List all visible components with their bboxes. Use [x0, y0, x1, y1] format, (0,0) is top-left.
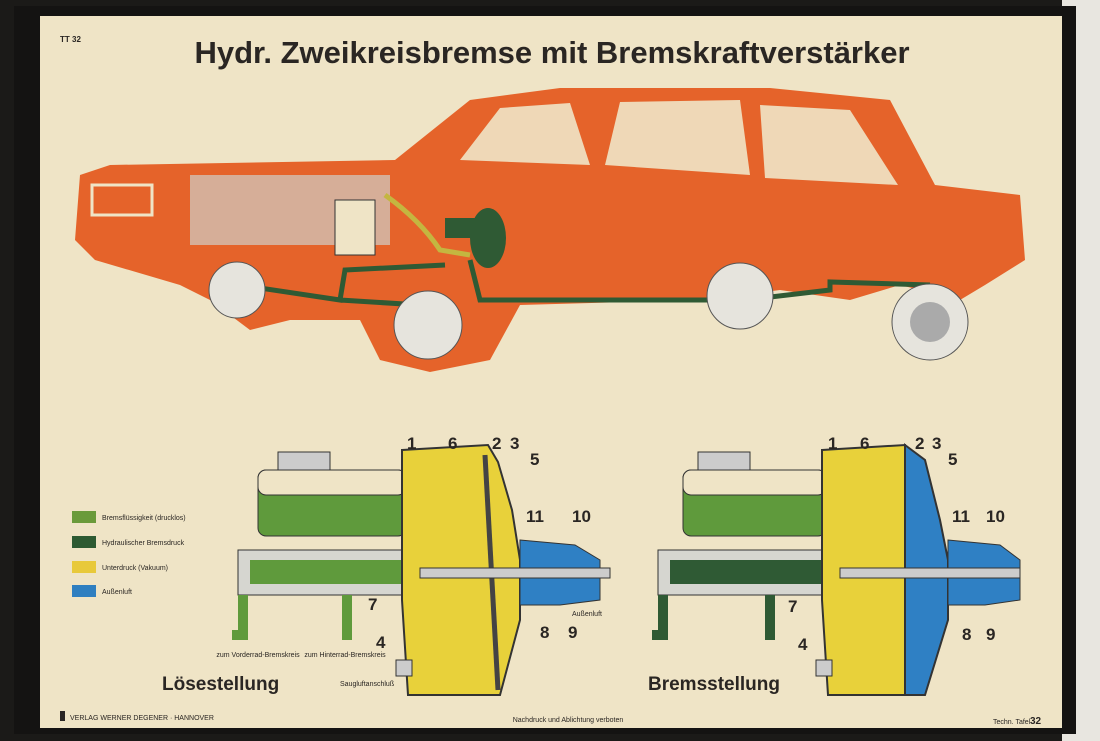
part-number: 11: [952, 507, 970, 526]
part-number: 6: [860, 434, 869, 453]
car-illustration: [75, 88, 1025, 372]
suction-port-label: Saugluftanschluß: [340, 681, 394, 688]
legend-label: Bremsflüssigkeit (drucklos): [102, 515, 186, 522]
part-number: 10: [986, 507, 1005, 526]
legend-swatch: [72, 511, 96, 523]
part-number: 5: [530, 450, 539, 469]
part-number: 9: [986, 625, 995, 644]
part-number: 1: [828, 434, 837, 453]
legend-swatch: [72, 585, 96, 597]
publisher-logo: [60, 711, 65, 721]
part-number: 1: [407, 434, 416, 453]
part-number: 2: [915, 434, 924, 453]
part-number: 11: [526, 507, 544, 526]
braking-position-diagram: [652, 443, 1021, 696]
part-number: 8: [540, 623, 549, 642]
plate-number: 32: [1030, 716, 1042, 727]
part-number: 2: [492, 434, 501, 453]
part-number: 3: [510, 434, 519, 453]
rear-circuit-label: zum Hinterrad-Bremskreis: [304, 652, 386, 659]
release-labels: 1 6 2 3 5 11 10 7 8 9 4 zum Vorderrad-Br…: [162, 434, 602, 695]
publisher: VERLAG WERNER DEGENER · HANNOVER: [70, 715, 214, 722]
part-number: 4: [798, 635, 808, 654]
part-number: 10: [572, 507, 591, 526]
release-position-diagram: [232, 443, 611, 696]
release-caption: Lösestellung: [162, 674, 279, 695]
part-number: 7: [788, 597, 797, 616]
legend-label: Unterdruck (Vakuum): [102, 565, 168, 572]
part-number: 6: [448, 434, 457, 453]
legend: Bremsflüssigkeit (drucklos) Hydraulische…: [72, 511, 186, 597]
plate-label: Techn. Tafel: [993, 719, 1031, 726]
poster-title: Hydr. Zweikreisbremse mit Bremskraftvers…: [194, 35, 909, 70]
legend-swatch: [72, 561, 96, 573]
braking-caption: Bremsstellung: [648, 674, 780, 695]
poster-code: TT 32: [60, 35, 81, 44]
part-number: 7: [368, 595, 377, 614]
part-number: 9: [568, 623, 577, 642]
outside-air-label: Außenluft: [572, 611, 602, 618]
front-circuit-label: zum Vorderrad-Bremskreis: [216, 652, 300, 659]
legend-label: Außenluft: [102, 589, 132, 596]
braking-labels: 1 6 2 3 5 11 10 7 8 9 4 Bremsstellung: [648, 434, 1005, 695]
copyright-notice: Nachdruck und Ablichtung verboten: [513, 717, 624, 724]
legend-label: Hydraulischer Bremsdruck: [102, 540, 185, 547]
part-number: 5: [948, 450, 957, 469]
part-number: 8: [962, 625, 971, 644]
part-number: 4: [376, 633, 386, 652]
legend-swatch: [72, 536, 96, 548]
part-number: 3: [932, 434, 941, 453]
